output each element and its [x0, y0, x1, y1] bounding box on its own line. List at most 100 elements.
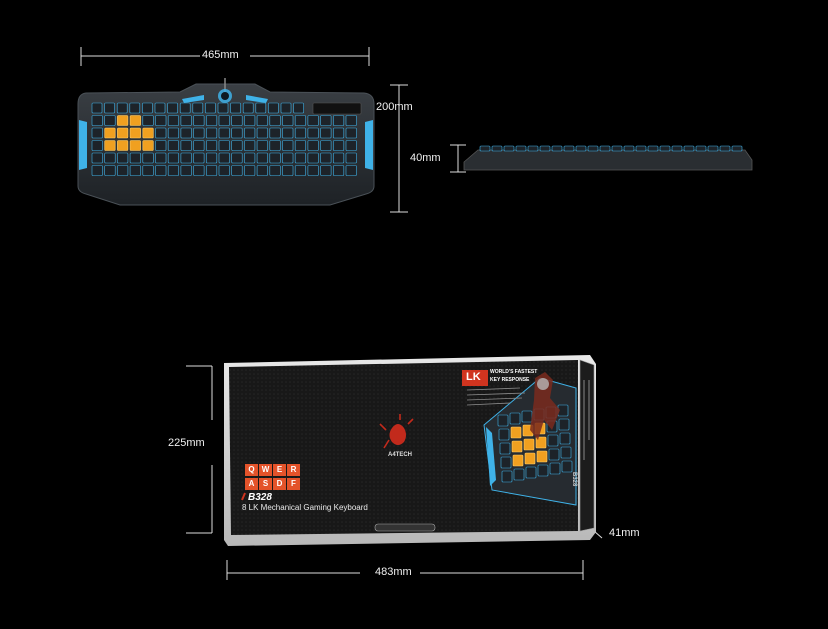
- keyboard-key: [206, 152, 218, 164]
- keyboard-key: [179, 102, 191, 114]
- dimension-line-top: [80, 47, 370, 66]
- keyboard-key: [307, 115, 319, 126]
- side-key: [563, 145, 575, 152]
- keyboard-key: [155, 115, 167, 126]
- box-subtitle: 8 LK Mechanical Gaming Keyboard: [242, 503, 368, 512]
- keyboard-key: [154, 102, 166, 114]
- keyboard-key: [307, 140, 319, 151]
- keyboard-side-view: [463, 145, 753, 171]
- keyboard-key: [320, 165, 332, 176]
- keyboard-key: [244, 165, 256, 176]
- keyboard-key: [230, 102, 241, 114]
- keyboard-key: [91, 140, 103, 151]
- keyboard-key: [256, 140, 268, 151]
- keyboard-key: [345, 127, 357, 139]
- keyboard-key: [180, 152, 192, 164]
- key-w: W: [259, 464, 272, 476]
- keyboard-key: [129, 152, 141, 164]
- keyboard-key: [320, 152, 332, 164]
- keyboard-key: [345, 165, 357, 176]
- keyboard-key: [155, 127, 167, 139]
- keyboard-key: [320, 115, 332, 126]
- keyboard-key: [231, 152, 243, 164]
- keyboard-key: [231, 165, 243, 176]
- side-key: [683, 145, 695, 152]
- keyboard-key: [180, 127, 192, 139]
- keyboard-key: [129, 127, 141, 139]
- keyboard-key: [129, 165, 141, 176]
- keyboard-key: [345, 115, 357, 126]
- keyboard-key: [193, 140, 205, 151]
- keyboard-key: [217, 102, 229, 114]
- box-keyboard-key: [548, 448, 560, 461]
- keyboard-top-view: [77, 78, 375, 206]
- box-keyboard-key: [499, 442, 511, 455]
- keyboard-key: [206, 127, 218, 139]
- keyboard-key: [167, 102, 178, 114]
- badge-line2: KEY RESPONSE: [490, 377, 530, 383]
- keyboard-key: [116, 102, 128, 114]
- keyboard-key: [268, 102, 279, 114]
- keyboard-key: [345, 140, 357, 151]
- side-key: [479, 145, 491, 152]
- keyboard-key: [193, 165, 205, 176]
- keyboard-key: [206, 115, 218, 126]
- box-keyboard-key: [547, 434, 559, 447]
- keyboard-key: [142, 140, 154, 151]
- keyboard-key: [320, 140, 332, 151]
- box-keyboard-key: [512, 454, 524, 467]
- keyboard-key: [104, 140, 116, 151]
- box-keyboard-key: [513, 468, 525, 481]
- keyboard-key: [256, 127, 268, 139]
- keyboard-key: [129, 115, 141, 126]
- side-key: [659, 145, 671, 152]
- keyboard-key: [91, 115, 103, 126]
- keyboard-key: [218, 152, 230, 164]
- keyboard-key: [282, 165, 294, 176]
- box-keyboard-key: [525, 466, 537, 479]
- label-box-width: 483mm: [375, 566, 412, 578]
- box-keyboard-key: [497, 414, 509, 427]
- keyboard-key: [218, 127, 230, 139]
- keyboard-key: [231, 127, 243, 139]
- keyboard-key: [192, 102, 204, 114]
- keyboard-key: [280, 102, 292, 114]
- keyboard-key: [231, 115, 243, 126]
- keyboard-key: [205, 102, 216, 114]
- keyboard-key: [256, 115, 268, 126]
- box-keyboard-key: [500, 456, 512, 469]
- box-keyboard-key: [521, 410, 533, 423]
- side-key: [527, 145, 539, 152]
- box-keyboard-key: [524, 452, 536, 465]
- dimension-line-height: [450, 144, 466, 173]
- keyboard-key: [332, 140, 345, 151]
- box-keyboard-key: [536, 450, 548, 463]
- side-key: [719, 145, 731, 152]
- keyboard-key: [117, 140, 129, 151]
- label-depth-top: 200mm: [376, 101, 413, 113]
- key-d: D: [273, 478, 286, 490]
- keyboard-key: [307, 165, 319, 176]
- keyboard-key: [307, 127, 319, 139]
- side-key: [575, 145, 587, 152]
- keyboard-key: [142, 115, 154, 126]
- keyboard-key: [142, 127, 154, 139]
- key-s: S: [259, 478, 272, 490]
- box-keyboard-key: [523, 438, 535, 451]
- side-key: [695, 145, 707, 152]
- keyboard-key: [282, 140, 294, 151]
- keyboard-key: [167, 115, 179, 126]
- side-key: [731, 145, 743, 152]
- side-key: [587, 145, 599, 152]
- keyboard-key: [167, 127, 179, 139]
- keyboard-key: [332, 115, 345, 126]
- keyboard-key: [244, 115, 256, 126]
- keyboard-key: [104, 127, 116, 139]
- label-width-top: 465mm: [202, 49, 239, 61]
- keyboard-key: [167, 165, 179, 176]
- keyboard-key: [129, 140, 141, 151]
- keyboard-key: [117, 127, 129, 139]
- brand-logo-text: A4TECH: [388, 452, 413, 458]
- dimension-line-box-height: [186, 365, 213, 534]
